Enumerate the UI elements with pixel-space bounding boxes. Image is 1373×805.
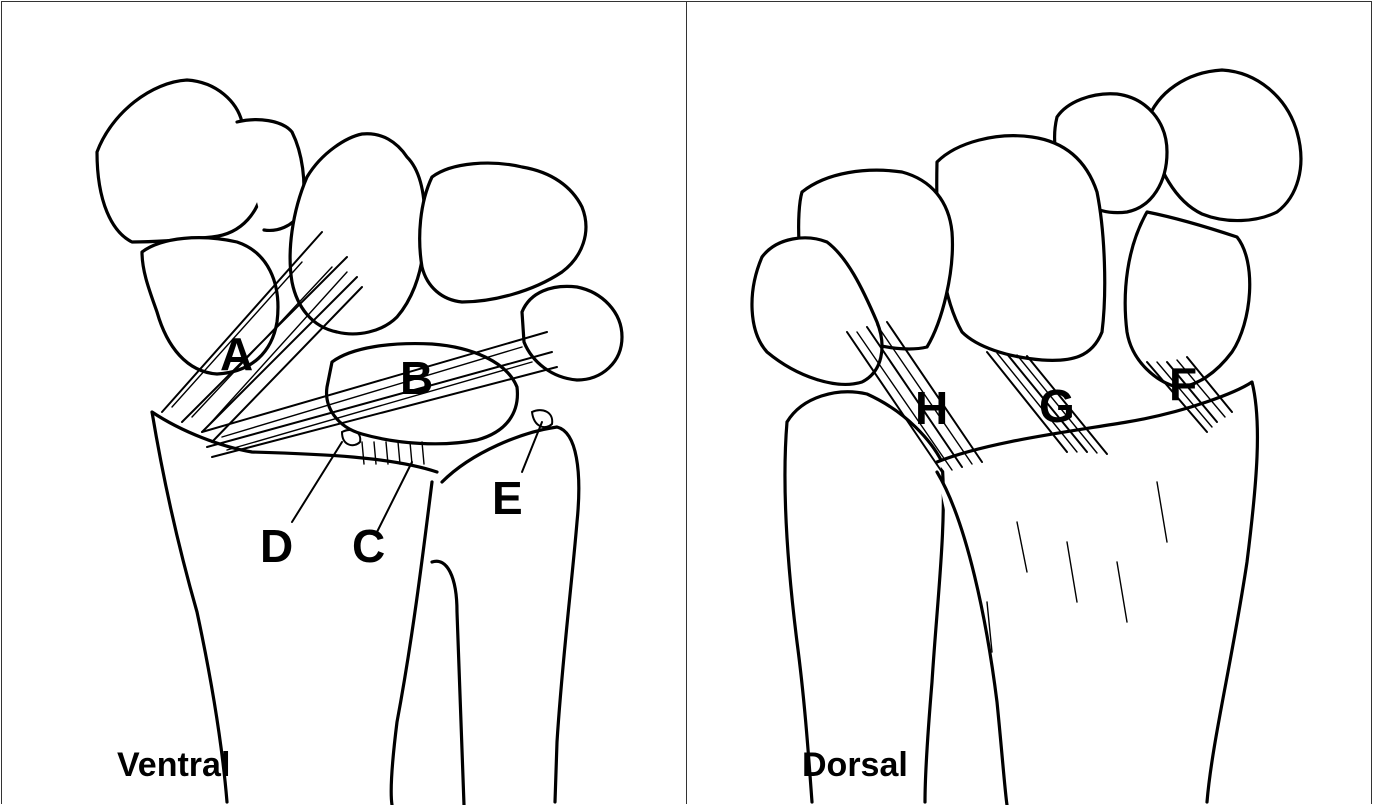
label-b: B xyxy=(400,352,433,404)
label-d: D xyxy=(260,520,293,572)
capitate-bone-dorsal xyxy=(937,136,1105,361)
ventral-panel: A B C D E Ventral xyxy=(1,1,687,804)
trapezium-bone xyxy=(97,80,265,242)
label-f: F xyxy=(1169,358,1197,410)
ulna-bone-dorsal xyxy=(785,392,943,802)
dorsal-wrist-drawing: H G F xyxy=(687,2,1372,805)
label-c: C xyxy=(352,520,385,572)
dorsal-panel: H G F Dorsal xyxy=(687,1,1372,804)
capitate-bone xyxy=(290,134,425,334)
hamate-bone xyxy=(420,163,586,302)
ventral-wrist-drawing: A B C D E xyxy=(2,2,688,805)
trapezium-bone-dorsal xyxy=(1147,70,1301,221)
label-a: A xyxy=(220,328,253,380)
label-g: G xyxy=(1039,380,1075,432)
ventral-view-label: Ventral xyxy=(117,746,230,785)
dorsal-view-label: Dorsal xyxy=(802,746,908,785)
label-h: H xyxy=(915,382,948,434)
radius-bone-dorsal xyxy=(937,382,1257,805)
pisiform-bone xyxy=(522,286,622,380)
label-e: E xyxy=(492,472,523,524)
